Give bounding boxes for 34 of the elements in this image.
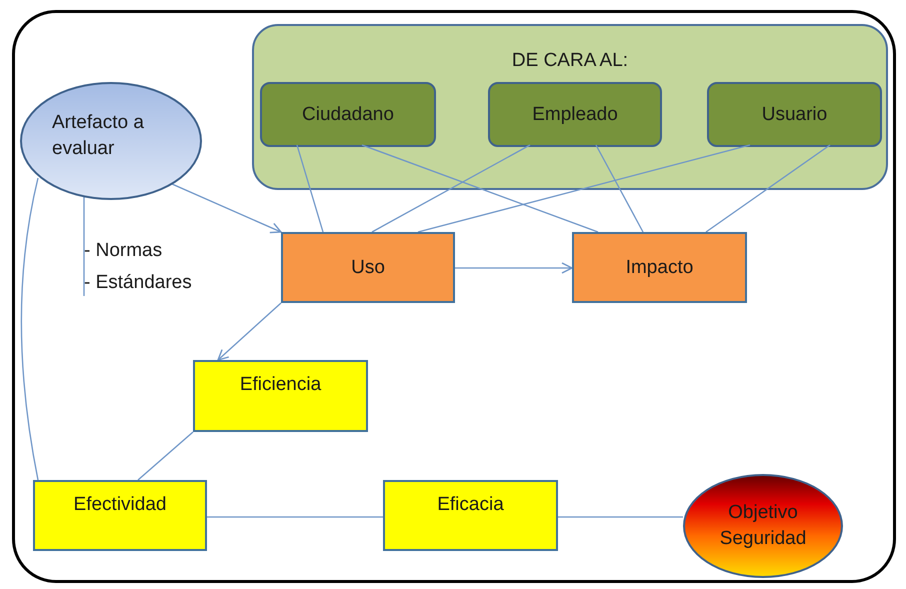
- arrow: [217, 302, 282, 361]
- node-label: Empleado: [532, 102, 618, 127]
- connector-line: [296, 144, 324, 232]
- group-panel: [252, 24, 888, 190]
- connector-line: [706, 144, 830, 233]
- node-label: Objetivo Seguridad: [718, 501, 808, 551]
- note-text: - Estándares: [84, 270, 192, 295]
- note-text: - Normas: [84, 239, 162, 263]
- process-box: [281, 232, 455, 303]
- audience-box: [488, 82, 662, 147]
- quality-box: [193, 360, 368, 432]
- node-label: Impacto: [626, 256, 694, 280]
- connector-line: [83, 197, 85, 296]
- quality-box: [33, 480, 207, 551]
- audience-box: [707, 82, 882, 147]
- panel-heading: DE CARA AL:: [512, 49, 628, 73]
- arrow: [455, 262, 573, 274]
- node-label: Eficiencia: [240, 373, 322, 397]
- node-label: Efectividad: [74, 493, 166, 517]
- node-label: Eficacia: [437, 493, 504, 517]
- connector-line: [558, 516, 683, 518]
- connector-line: [595, 144, 644, 232]
- node-label: Usuario: [762, 102, 828, 127]
- connector-line: [207, 516, 383, 518]
- connector-line: [372, 144, 530, 233]
- node-label: Artefacto a evaluar: [52, 111, 145, 161]
- connector-line: [138, 432, 194, 480]
- process-box: [572, 232, 747, 303]
- quality-box: [383, 480, 558, 551]
- node-label: Uso: [351, 256, 385, 280]
- audience-box: [260, 82, 436, 147]
- arrow: [172, 183, 282, 234]
- connector-line: [20, 178, 39, 480]
- node-label: Ciudadano: [302, 102, 394, 127]
